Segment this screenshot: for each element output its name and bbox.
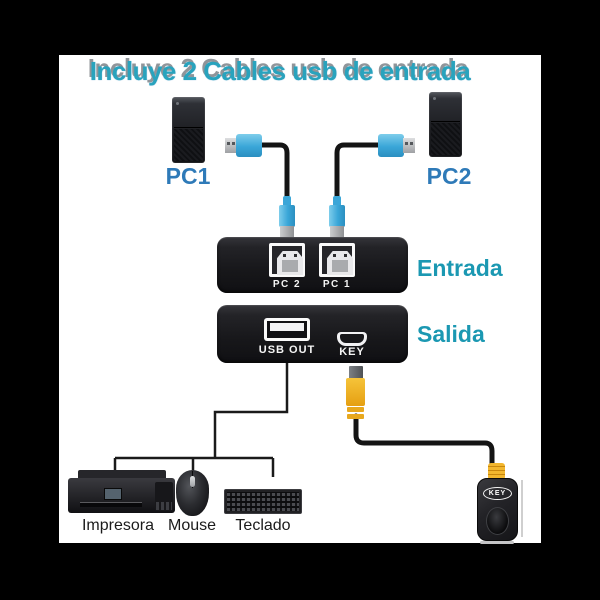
power-button-dot (433, 97, 436, 100)
printer-ink-tank (155, 482, 173, 511)
pc1-tower-icon (172, 97, 205, 163)
plug-neck (333, 196, 341, 207)
printer-body (68, 478, 175, 513)
port-cavity (322, 246, 353, 275)
mouse-scroll-wheel (190, 476, 195, 487)
printer-screen (104, 488, 122, 500)
mini-usb-plug-tip-icon (349, 366, 363, 379)
mouse-label: Mouse (167, 517, 217, 534)
remote-press-button (486, 507, 509, 535)
mini-usb-plug-icon (346, 378, 365, 406)
port-cavity (340, 334, 364, 343)
usb-a-plug-tip-icon (225, 138, 237, 153)
remote-cable-relief-icon (488, 463, 505, 480)
usb-b-plug-icon (329, 196, 345, 238)
pc1-label: PC1 (165, 163, 211, 189)
remote-guide-line (521, 480, 523, 537)
plug-tip (330, 226, 344, 238)
usb-a-plug-icon (378, 134, 404, 157)
pc2-cable (334, 142, 385, 203)
plug-ridge (347, 407, 364, 412)
port-contact (332, 260, 348, 272)
keyboard-icon (224, 489, 302, 514)
plug-neck (283, 196, 291, 207)
port-pc2-label: PC 2 (272, 279, 302, 290)
salida-label: Salida (417, 321, 485, 347)
pc2-label: PC2 (426, 163, 472, 189)
remote-key-badge: KEY (483, 487, 512, 500)
usb-out-label: USB OUT (258, 344, 316, 356)
tower-divider (174, 126, 203, 128)
switch-input-box (217, 237, 408, 293)
usb-a-port-icon (264, 318, 310, 341)
keyboard-label: Teclado (235, 517, 291, 534)
page-title: Incluye 2 Cables usb de entrada (89, 56, 471, 86)
usb-a-plug-icon (236, 134, 262, 157)
remote-cable (353, 413, 495, 469)
tower-vent (431, 123, 460, 155)
key-port-label: KEY (339, 346, 365, 358)
switch-output-box (217, 305, 408, 363)
keyboard-keys (227, 492, 299, 511)
port-contact (282, 260, 298, 272)
output-line (213, 362, 289, 459)
printer-icon (68, 470, 175, 517)
port-cavity (272, 246, 303, 275)
mouse-icon (176, 470, 209, 516)
usb-b-plug-icon (279, 196, 295, 238)
pc2-tower-icon (429, 92, 462, 157)
tower-vent (174, 128, 203, 161)
plug-ridge (347, 414, 364, 419)
port-shape (327, 251, 353, 275)
port-pc1-label: PC 1 (322, 279, 352, 290)
plug-body (329, 205, 345, 227)
port-shape (277, 251, 303, 275)
printer-label: Impresora (81, 517, 155, 534)
plug-tip (280, 226, 294, 238)
plug-body (279, 205, 295, 227)
port-tongue (270, 323, 304, 331)
micro-usb-port-icon (337, 332, 367, 346)
printer-slot (80, 502, 142, 507)
power-button-dot (176, 102, 179, 105)
pc1-cable (255, 142, 290, 203)
usb-a-plug-tip-icon (403, 138, 415, 153)
port-cavity (267, 321, 307, 338)
remote-shadow (480, 541, 514, 544)
entrada-label: Entrada (417, 255, 503, 281)
usb-b-port-icon (269, 243, 305, 277)
usb-b-port-icon (319, 243, 355, 277)
tower-divider (431, 121, 460, 123)
